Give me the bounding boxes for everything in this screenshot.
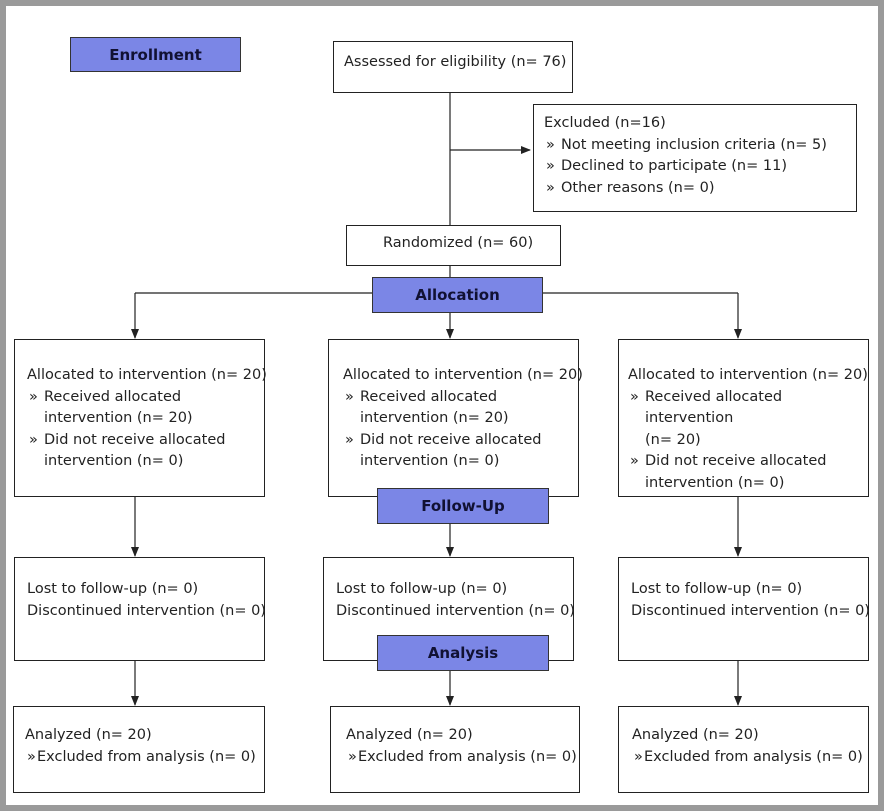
lost-text: Lost to follow-up (n= 0)	[27, 581, 199, 597]
arm1-followup-box: Lost to follow-up (n= 0) Discontinued in…	[14, 557, 266, 661]
assessed-box: Assessed for eligibility (n= 76)	[333, 41, 573, 93]
followup-label-text: Follow-Up	[421, 497, 505, 515]
analysis-label-text: Analysis	[427, 644, 499, 662]
excluded-title: Excluded (n=16)	[544, 115, 666, 131]
consort-flow-diagram: Enrollment Assessed for eligibility (n= …	[6, 6, 878, 805]
arm3-allocation-box: Allocated to intervention (n= 20) Receiv…	[618, 339, 869, 497]
lost-text: Lost to follow-up (n= 0)	[336, 581, 508, 597]
excluded-analysis-text: Excluded from analysis (n= 0)	[346, 747, 579, 769]
excluded-analysis-text: Excluded from analysis (n= 0)	[632, 747, 868, 769]
excluded-item: Other reasons (n= 0)	[544, 178, 856, 200]
randomized-text: Randomized (n= 60)	[383, 235, 534, 251]
not-received-line: Did not receive allocated	[343, 430, 578, 452]
received-line: Received allocated intervention	[628, 387, 868, 430]
excluded-analysis-text: Excluded from analysis (n= 0)	[25, 747, 264, 769]
randomized-box: Randomized (n= 60)	[346, 225, 561, 266]
analysis-phase-label: Analysis	[377, 635, 549, 671]
not-received-line-cont: intervention (n= 0)	[44, 453, 184, 469]
excluded-box: Excluded (n=16) Not meeting inclusion cr…	[533, 104, 857, 212]
analyzed-text: Analyzed (n= 20)	[25, 727, 152, 743]
allocated-text: Allocated to intervention (n= 20)	[628, 367, 868, 383]
excluded-item: Declined to participate (n= 11)	[544, 156, 856, 178]
received-line-cont: (n= 20)	[645, 431, 701, 448]
received-line-cont: intervention (n= 20)	[360, 410, 509, 426]
discontinued-text: Discontinued intervention (n= 0)	[336, 602, 575, 619]
excluded-item: Not meeting inclusion criteria (n= 5)	[544, 135, 856, 157]
followup-phase-label: Follow-Up	[377, 488, 549, 524]
arm2-allocation-box: Allocated to intervention (n= 20) Receiv…	[328, 339, 583, 497]
arm1-analysis-box: Analyzed (n= 20) Excluded from analysis …	[13, 706, 265, 793]
connector-lines	[131, 93, 742, 706]
allocated-text: Allocated to intervention (n= 20)	[27, 367, 267, 383]
allocated-text: Allocated to intervention (n= 20)	[343, 367, 583, 383]
analyzed-text: Analyzed (n= 20)	[632, 727, 759, 743]
received-line: Received allocated	[343, 387, 578, 409]
received-line: Received allocated	[27, 387, 264, 409]
arm2-analysis-box: Analyzed (n= 20) Excluded from analysis …	[330, 706, 580, 793]
not-received-line: Did not receive allocated	[27, 430, 264, 452]
enrollment-phase-label: Enrollment	[70, 37, 241, 72]
allocation-phase-label: Allocation	[372, 277, 543, 313]
received-line-cont: intervention (n= 20)	[44, 410, 193, 426]
analyzed-text: Analyzed (n= 20)	[346, 727, 473, 743]
lost-text: Lost to follow-up (n= 0)	[631, 581, 803, 597]
discontinued-text: Discontinued intervention (n= 0)	[631, 602, 870, 619]
arm3-followup-box: Lost to follow-up (n= 0) Discontinued in…	[618, 557, 870, 661]
not-received-line-cont: intervention (n= 0)	[645, 474, 785, 491]
not-received-line: Did not receive allocated	[628, 451, 868, 473]
assessed-text: Assessed for eligibility (n= 76)	[344, 54, 567, 70]
arm3-analysis-box: Analyzed (n= 20) Excluded from analysis …	[618, 706, 869, 793]
arm1-allocation-box: Allocated to intervention (n= 20) Receiv…	[14, 339, 267, 497]
discontinued-text: Discontinued intervention (n= 0)	[27, 602, 266, 619]
allocation-label-text: Allocation	[415, 286, 500, 304]
enrollment-label-text: Enrollment	[109, 45, 202, 64]
not-received-line-cont: intervention (n= 0)	[360, 453, 500, 469]
